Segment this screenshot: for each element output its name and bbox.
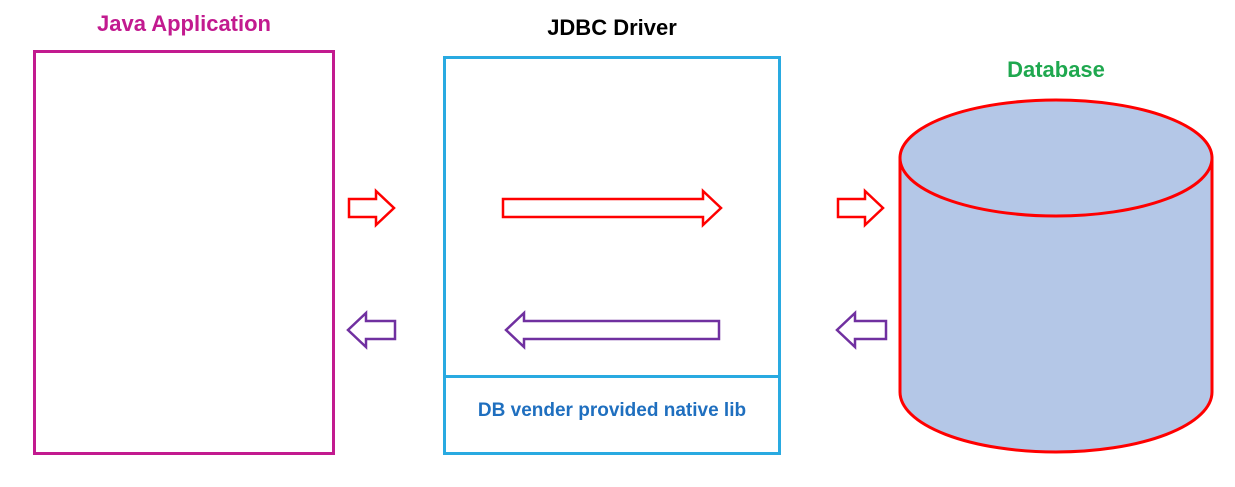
driver-to-app-response-arrow-icon (346, 310, 397, 350)
native-lib-divider (443, 375, 781, 378)
java-application-box (33, 50, 335, 455)
driver-to-database-request-arrow-icon (836, 188, 885, 228)
driver-internal-request-arrow-icon (501, 188, 723, 228)
database-label: Database (1007, 57, 1105, 82)
jdbc-driver-label: JDBC Driver (547, 15, 677, 40)
driver-internal-response-arrow-icon (504, 310, 721, 350)
database-cylinder-icon (898, 98, 1214, 454)
database-to-driver-response-arrow-icon (835, 310, 888, 350)
app-to-driver-request-arrow-icon (347, 188, 396, 228)
native-lib-label: DB vender provided native lib (477, 400, 747, 421)
jdbc-driver-box (443, 56, 781, 455)
java-application-label: Java Application (96, 11, 271, 36)
